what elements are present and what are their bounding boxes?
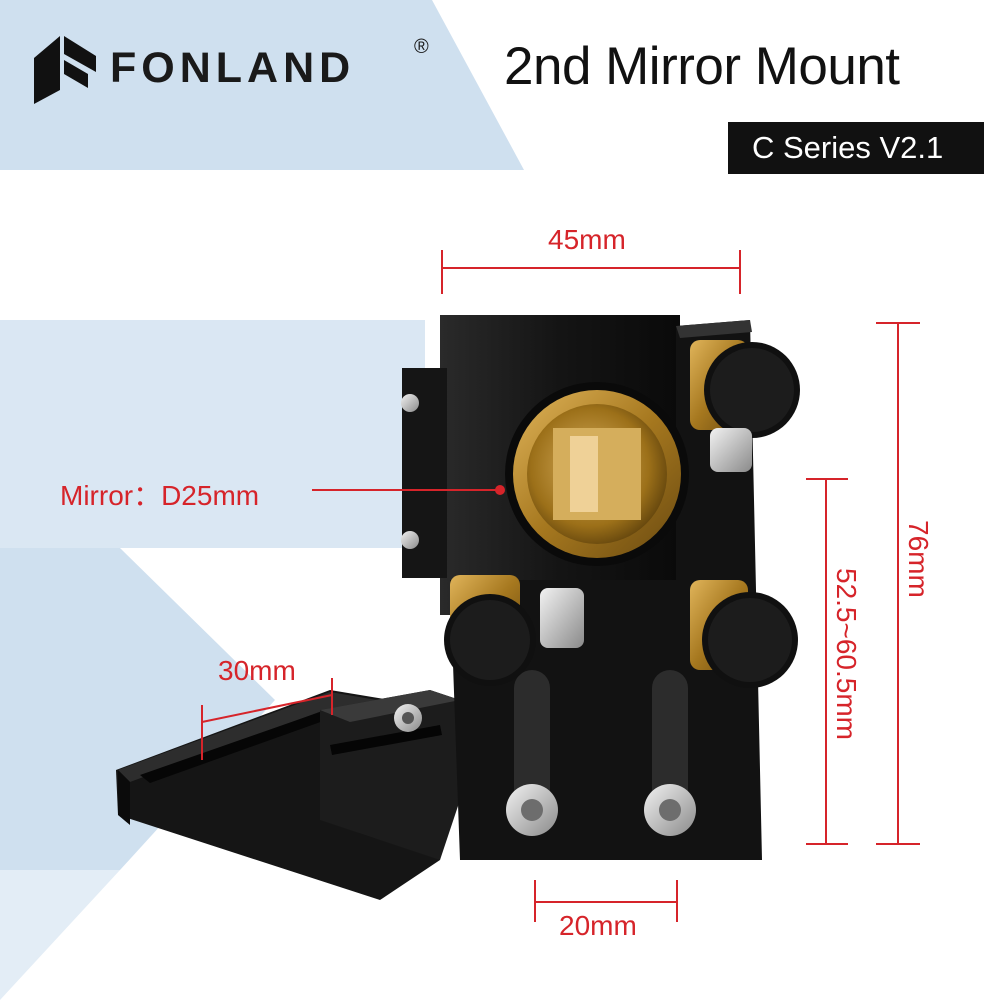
fonland-logo-icon	[34, 36, 96, 104]
set-screws	[506, 428, 752, 836]
dimension-adjust-height: 52.5~60.5mm	[831, 568, 862, 740]
knob-bottom-left	[444, 575, 536, 686]
dimension-total-height: 76mm	[903, 520, 934, 598]
bg-band-top	[0, 0, 524, 170]
dimension-mirror: Mirror：D25mm	[60, 480, 260, 511]
mirror-holder	[505, 382, 689, 566]
series-badge	[728, 122, 984, 174]
series-badge-label: C Series V2.1	[752, 130, 944, 165]
dimension-slot-spacing: 20mm	[559, 910, 637, 941]
brand-name: FONLAND	[110, 44, 356, 92]
dimension-base-width: 30mm	[218, 655, 296, 686]
slider-block	[320, 690, 460, 860]
dimension-width-top: 45mm	[548, 224, 626, 255]
bg-band-bottom	[0, 870, 120, 1000]
bg-band-left	[0, 548, 275, 870]
registered-mark: ®	[414, 36, 429, 58]
mirror-pointer-dot	[495, 485, 505, 495]
knob-bottom-right	[690, 580, 798, 688]
knob-top-right	[690, 340, 800, 438]
page-title: 2nd Mirror Mount	[504, 37, 900, 96]
dimension-lines	[201, 250, 920, 922]
